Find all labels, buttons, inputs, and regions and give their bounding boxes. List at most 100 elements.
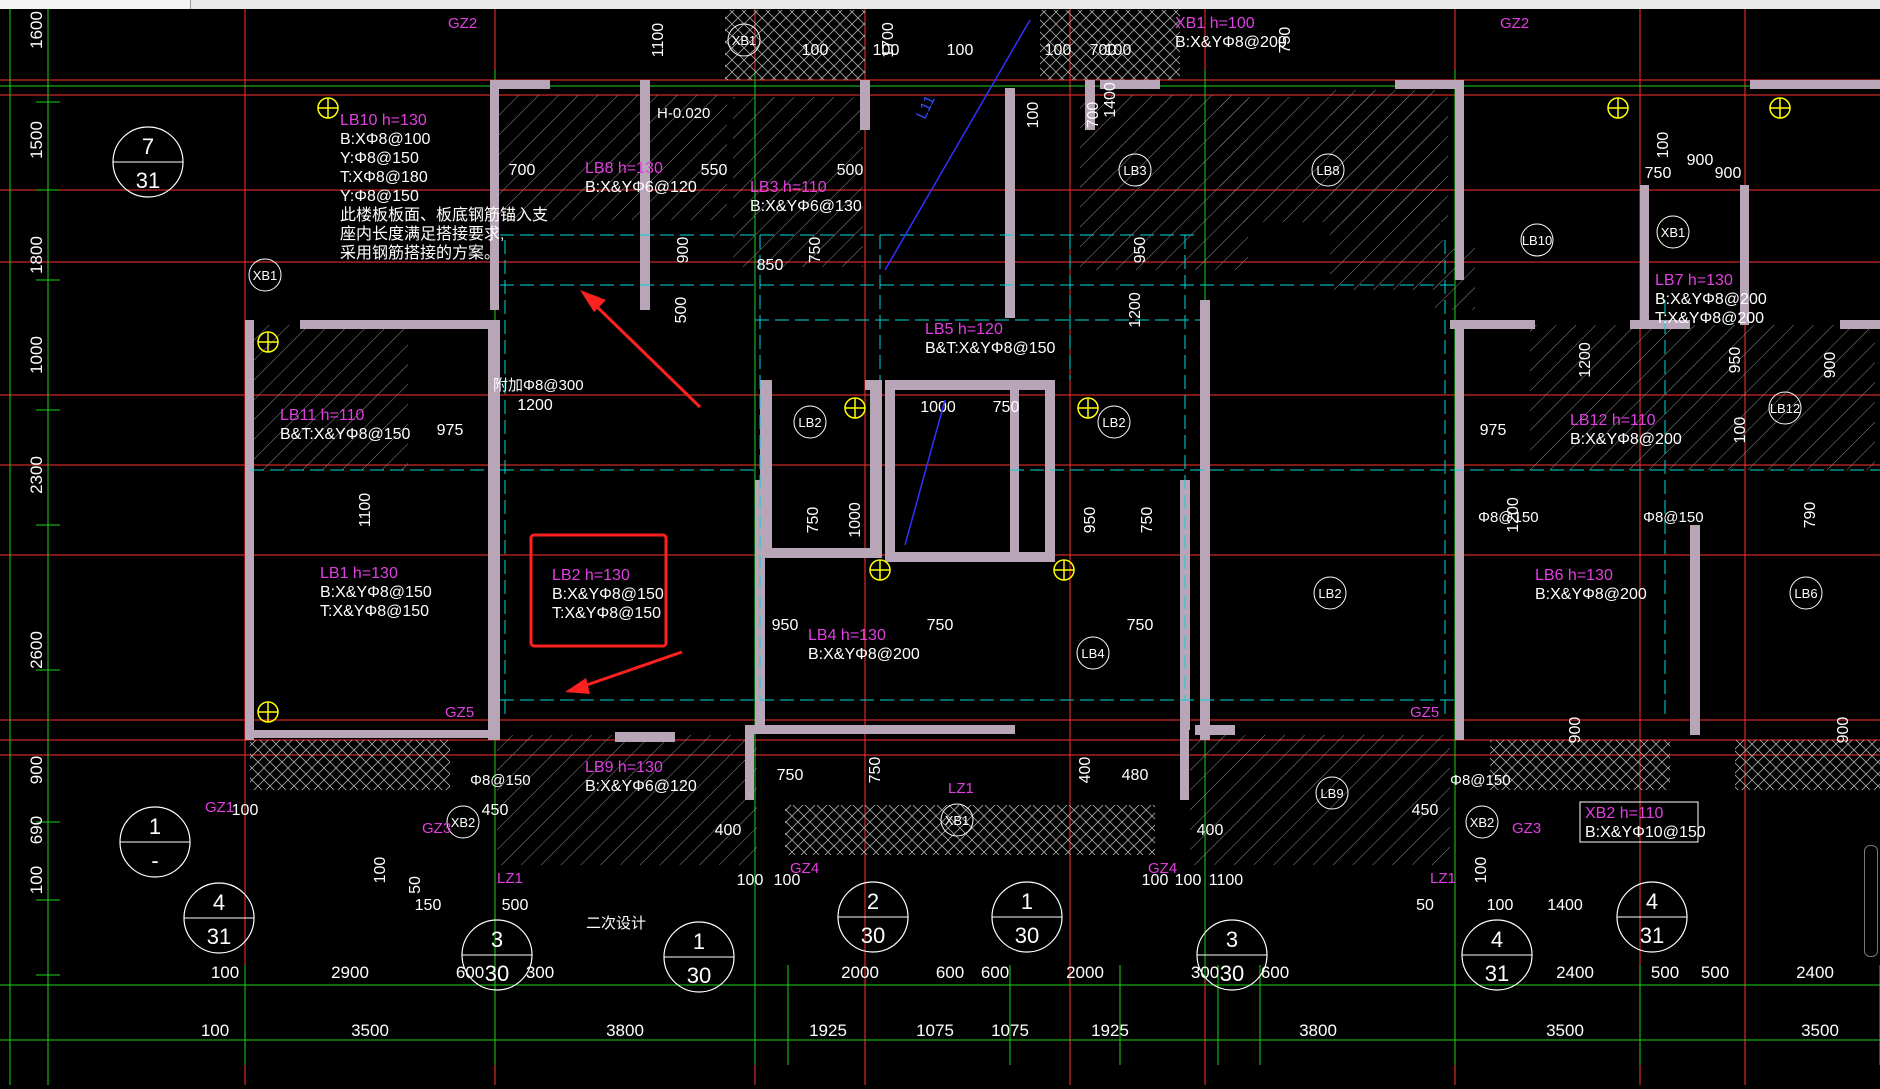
wall-segment — [865, 380, 880, 390]
detail-number: 1 — [1021, 889, 1033, 914]
detail-symbol: 230 — [837, 881, 909, 953]
navigation-wheel[interactable] — [1864, 845, 1878, 957]
wall-segment — [1195, 725, 1235, 735]
inner-dim-text: 900 — [1715, 165, 1742, 182]
crosshair-marker — [257, 331, 279, 353]
left-dim-text: 1600 — [27, 11, 46, 49]
inner-dim-text: 850 — [757, 257, 784, 274]
window-top-bar-tab[interactable] — [0, 0, 191, 9]
left-dim-text: 1800 — [27, 236, 46, 274]
slab-tag: LB8 — [1311, 153, 1345, 187]
inner-dim-text: 400 — [1197, 822, 1224, 839]
inner-dim-text: 750 — [805, 507, 822, 534]
slab-tag: LB2 — [793, 405, 827, 439]
inner-dim-text: 900 — [1822, 352, 1839, 379]
tag-text: XB2 — [451, 815, 476, 830]
tag-circle — [1768, 391, 1802, 425]
tag-text: XB1 — [945, 813, 970, 828]
tag-text: LB8 — [1316, 163, 1339, 178]
tag-text: LB6 — [1794, 586, 1817, 601]
inner-dim-text: 1100 — [650, 23, 667, 58]
inner-dim-text: 1200 — [1127, 292, 1144, 328]
slab-rebar-text: Y:Φ8@150 — [340, 150, 419, 167]
column-tag: GZ2 — [1500, 15, 1529, 32]
secondary-design-text: 二次设计 — [586, 915, 646, 932]
tag-circle — [248, 258, 282, 292]
inner-dim-text: 790 — [1802, 502, 1819, 529]
tag-text: LB2 — [1318, 586, 1341, 601]
left-dim-text: 1500 — [27, 121, 46, 159]
tag-circle — [940, 803, 974, 837]
column-tag: LZ1 — [948, 780, 974, 797]
inner-dim-text: 100 — [232, 802, 259, 819]
slab-tag: XB1 — [727, 23, 761, 57]
column-tag: LZ1 — [1430, 870, 1456, 887]
slab-tag: XB2 — [1465, 805, 1499, 839]
detail-number: 7 — [142, 134, 154, 159]
cross-hatch-area — [1040, 10, 1180, 80]
slab-rebar-text: Y:Φ8@150 — [340, 188, 419, 205]
slab-name: LB3 h=110 — [750, 179, 827, 196]
inner-dim-text: 1100 — [357, 493, 374, 528]
beam-lines — [250, 234, 1880, 720]
inner-dim-text: 750 — [1277, 27, 1294, 54]
inner-dim-text: 500 — [837, 162, 864, 179]
hatched-regions — [248, 10, 1880, 865]
bottom-dim-text: 2000 — [1066, 963, 1104, 982]
detail-number: 3 — [1226, 927, 1238, 952]
bottom-dim-text: 600 — [936, 963, 964, 982]
inner-dim-text: 950 — [772, 617, 799, 634]
annotation-arrow-1 — [588, 298, 702, 409]
detail-sheet: 31 — [207, 924, 231, 949]
slab-tag: XB2 — [446, 805, 480, 839]
inner-dim-text: 100 — [1487, 897, 1514, 914]
column-tag: GZ5 — [445, 704, 474, 721]
tag-circle — [1076, 636, 1110, 670]
slab-rebar-text: T:XΦ8@180 — [340, 169, 428, 186]
window-top-bar — [0, 0, 1880, 9]
bottom-dim-text-2: 3500 — [1546, 1021, 1584, 1040]
inner-dim-text: 480 — [1122, 767, 1149, 784]
bottom-dim-text: 2400 — [1796, 963, 1834, 982]
bottom-dim-text-2: 3500 — [351, 1021, 389, 1040]
slab-rebar-text: B:X&YΦ8@200 — [1175, 34, 1287, 51]
inner-dim-text: 1000 — [847, 502, 864, 538]
crosshair-marker — [844, 397, 866, 419]
slab-name: LB11 h=110 — [280, 407, 364, 424]
bottom-dim-text-2: 3800 — [606, 1021, 644, 1040]
inner-dim-text: 750 — [807, 237, 824, 264]
elevation-text: H-0.020 — [657, 105, 710, 122]
slab-rebar-text: 座内长度满足搭接要求, — [340, 225, 504, 243]
slab-name: LB1 h=130 — [320, 565, 398, 582]
tag-text: LB3 — [1123, 163, 1146, 178]
bottom-dim-text: 600 — [456, 963, 484, 982]
slab-rebar-text: B:XΦ8@100 — [340, 131, 430, 148]
inner-dim-text: 900 — [1687, 152, 1714, 169]
inner-dim-text: 950 — [1082, 507, 1099, 534]
annotation-arrow-1-head — [580, 290, 606, 312]
detail-number: 4 — [1491, 927, 1503, 952]
additional-bar-text: 附加Φ8@300 — [493, 377, 584, 394]
inner-dim-text: 100 — [1045, 42, 1072, 59]
left-dim-text: 1000 — [27, 336, 46, 374]
inner-dim-text: 950 — [1727, 347, 1744, 374]
detail-number: 4 — [213, 890, 225, 915]
wall-segment — [1180, 730, 1189, 800]
slab-name: LB5 h=120 — [925, 321, 1003, 338]
wall-segment — [300, 320, 500, 329]
annotation-arrow-2 — [577, 650, 683, 690]
inner-dim-text: 700 — [1090, 42, 1117, 59]
detail-sheet: 30 — [687, 963, 711, 988]
rebar-note-text: Φ8@150 — [1478, 509, 1539, 526]
inner-dim-text: 1200 — [517, 397, 553, 414]
slab-tag: LB10 — [1520, 223, 1554, 257]
crosshair-marker — [1053, 559, 1075, 581]
column-tag: GZ5 — [1410, 704, 1439, 721]
left-dim-text: 2600 — [27, 631, 46, 669]
